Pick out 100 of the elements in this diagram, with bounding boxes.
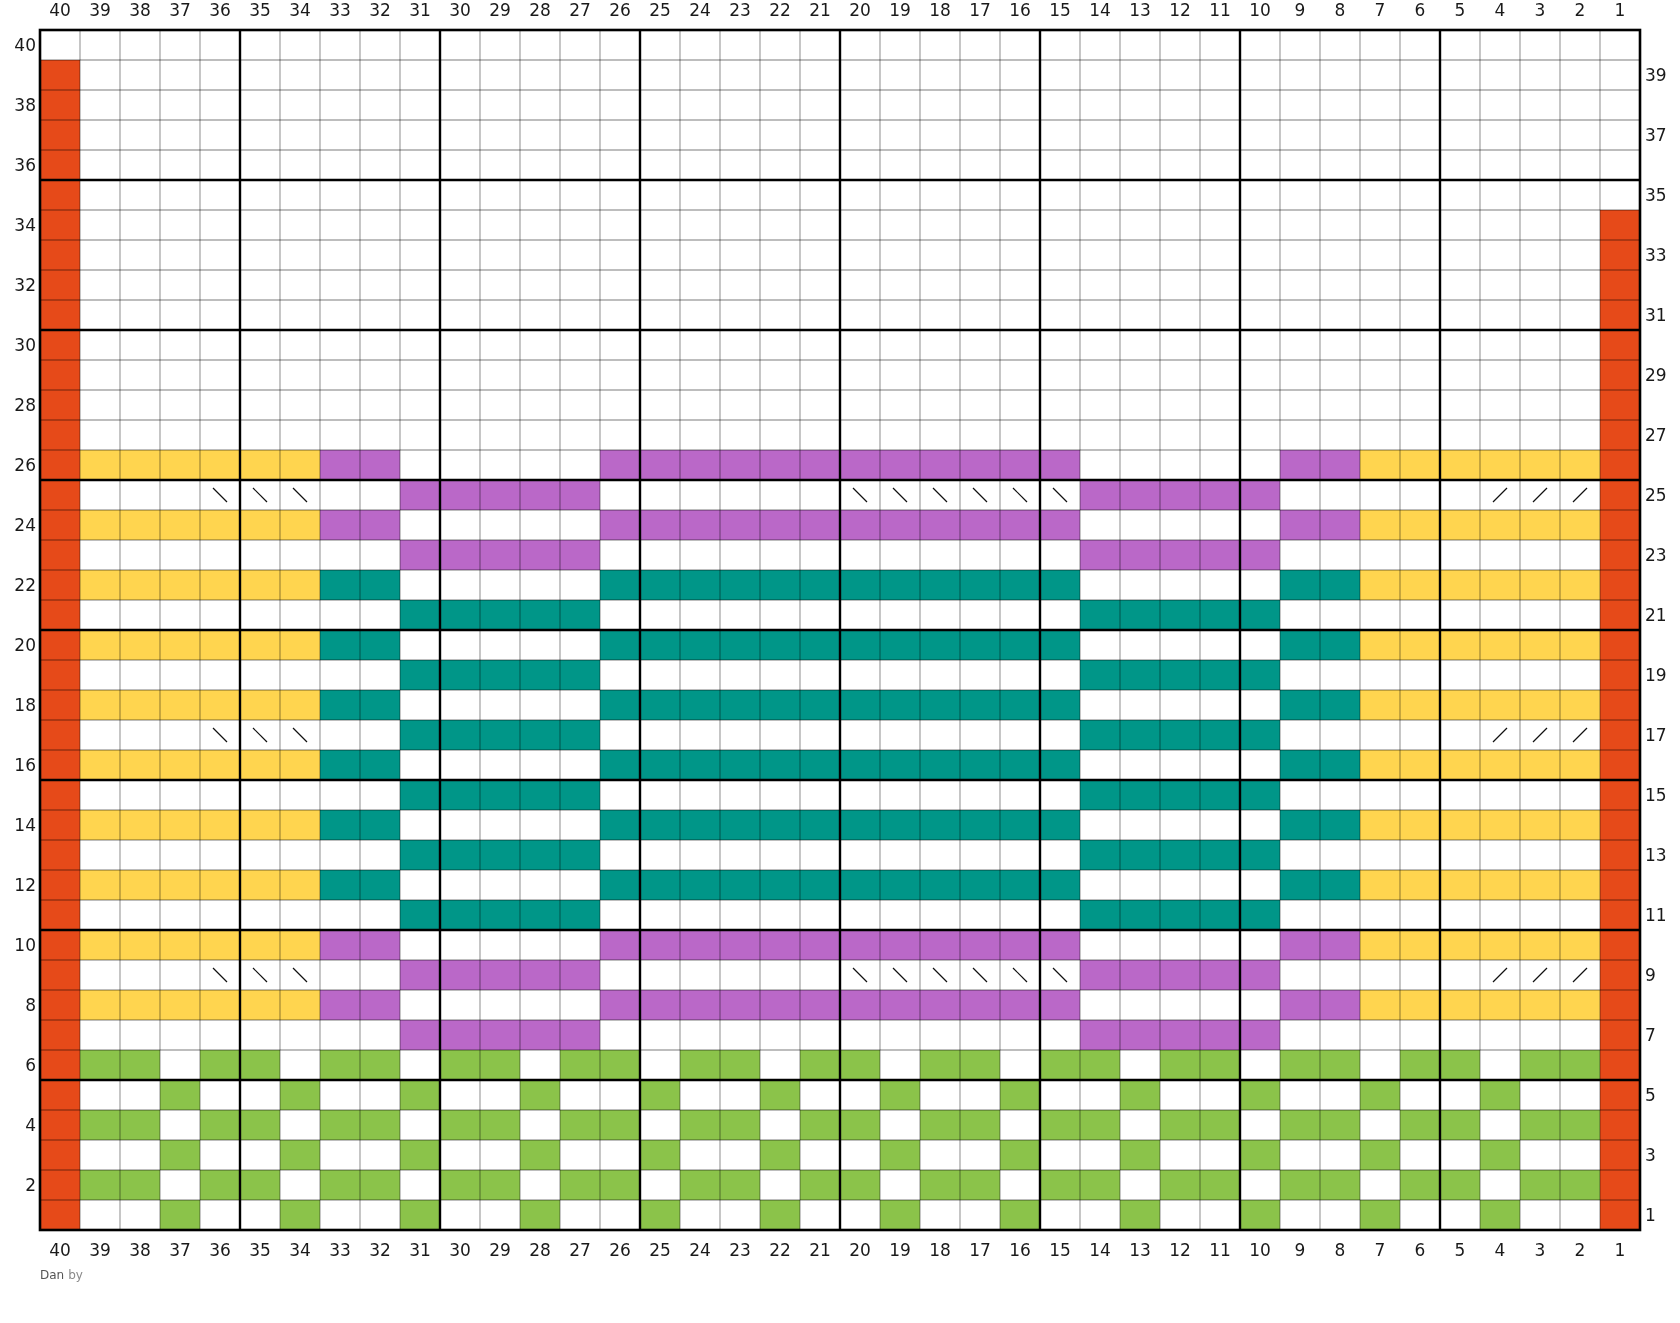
row-number: 34 xyxy=(13,215,36,235)
column-number: 3 xyxy=(1533,1240,1547,1260)
row-number: 24 xyxy=(13,515,36,535)
row-number: 8 xyxy=(24,995,36,1015)
column-number: 1 xyxy=(1613,0,1627,20)
row-number: 31 xyxy=(1645,305,1668,325)
row-number: 9 xyxy=(1645,965,1657,985)
column-number: 18 xyxy=(928,1240,952,1260)
column-number: 16 xyxy=(1008,0,1032,20)
row-number: 5 xyxy=(1645,1085,1657,1105)
column-number: 10 xyxy=(1248,1240,1272,1260)
row-number: 33 xyxy=(1645,245,1668,265)
column-number: 23 xyxy=(728,0,752,20)
column-number: 17 xyxy=(968,0,992,20)
column-number: 37 xyxy=(168,0,192,20)
column-number: 8 xyxy=(1333,1240,1347,1260)
column-number: 11 xyxy=(1208,0,1232,20)
column-number: 7 xyxy=(1373,1240,1387,1260)
column-number: 4 xyxy=(1493,0,1507,20)
column-number: 39 xyxy=(88,0,112,20)
column-number: 10 xyxy=(1248,0,1272,20)
row-number: 40 xyxy=(13,35,36,55)
column-number: 38 xyxy=(128,1240,152,1260)
column-number: 5 xyxy=(1453,1240,1467,1260)
column-number: 29 xyxy=(488,1240,512,1260)
row-number: 15 xyxy=(1645,785,1668,805)
column-number: 29 xyxy=(488,0,512,20)
column-number: 36 xyxy=(208,0,232,20)
column-number: 13 xyxy=(1128,1240,1152,1260)
column-number: 27 xyxy=(568,1240,592,1260)
column-number: 35 xyxy=(248,0,272,20)
column-number: 19 xyxy=(888,1240,912,1260)
row-number: 26 xyxy=(13,455,36,475)
row-number: 19 xyxy=(1645,665,1668,685)
row-number: 37 xyxy=(1645,125,1668,145)
row-number: 18 xyxy=(13,695,36,715)
row-number: 39 xyxy=(1645,65,1668,85)
column-number: 33 xyxy=(328,0,352,20)
column-number: 36 xyxy=(208,1240,232,1260)
column-number: 22 xyxy=(768,1240,792,1260)
column-number: 6 xyxy=(1413,0,1427,20)
column-number: 35 xyxy=(248,1240,272,1260)
column-number: 9 xyxy=(1293,1240,1307,1260)
row-number: 22 xyxy=(13,575,36,595)
column-number: 11 xyxy=(1208,1240,1232,1260)
row-number: 20 xyxy=(13,635,36,655)
row-number: 6 xyxy=(24,1055,36,1075)
row-number: 11 xyxy=(1645,905,1668,925)
row-number: 21 xyxy=(1645,605,1668,625)
column-number: 30 xyxy=(448,0,472,20)
row-number: 14 xyxy=(13,815,36,835)
row-number: 23 xyxy=(1645,545,1668,565)
row-number: 13 xyxy=(1645,845,1668,865)
column-number: 32 xyxy=(368,1240,392,1260)
column-number: 38 xyxy=(128,0,152,20)
column-number: 30 xyxy=(448,1240,472,1260)
row-number: 1 xyxy=(1645,1205,1657,1225)
column-number: 1 xyxy=(1613,1240,1627,1260)
row-number: 27 xyxy=(1645,425,1668,445)
column-number: 21 xyxy=(808,0,832,20)
column-number: 34 xyxy=(288,1240,312,1260)
column-number: 31 xyxy=(408,0,432,20)
column-number: 23 xyxy=(728,1240,752,1260)
column-number: 28 xyxy=(528,1240,552,1260)
column-number: 24 xyxy=(688,1240,712,1260)
column-number: 40 xyxy=(48,1240,72,1260)
row-number: 17 xyxy=(1645,725,1668,745)
column-number: 15 xyxy=(1048,0,1072,20)
column-number: 3 xyxy=(1533,0,1547,20)
column-number: 16 xyxy=(1008,1240,1032,1260)
column-number: 6 xyxy=(1413,1240,1427,1260)
row-number: 2 xyxy=(24,1175,36,1195)
column-number: 28 xyxy=(528,0,552,20)
column-number: 2 xyxy=(1573,0,1587,20)
column-number: 32 xyxy=(368,0,392,20)
column-number: 25 xyxy=(648,1240,672,1260)
row-number: 30 xyxy=(13,335,36,355)
row-number: 4 xyxy=(24,1115,36,1135)
column-number: 20 xyxy=(848,0,872,20)
row-number: 7 xyxy=(1645,1025,1657,1045)
row-number: 38 xyxy=(13,95,36,115)
column-number: 14 xyxy=(1088,0,1112,20)
row-number: 3 xyxy=(1645,1145,1657,1165)
column-number: 21 xyxy=(808,1240,832,1260)
column-number: 19 xyxy=(888,0,912,20)
column-number: 9 xyxy=(1293,0,1307,20)
column-number: 18 xyxy=(928,0,952,20)
column-number: 27 xyxy=(568,0,592,20)
row-number: 32 xyxy=(13,275,36,295)
column-number: 24 xyxy=(688,0,712,20)
row-number: 28 xyxy=(13,395,36,415)
column-number: 12 xyxy=(1168,1240,1192,1260)
row-number: 29 xyxy=(1645,365,1668,385)
column-number: 5 xyxy=(1453,0,1467,20)
row-number: 12 xyxy=(13,875,36,895)
column-number: 15 xyxy=(1048,1240,1072,1260)
column-number: 37 xyxy=(168,1240,192,1260)
row-number: 36 xyxy=(13,155,36,175)
column-number: 33 xyxy=(328,1240,352,1260)
row-number: 16 xyxy=(13,755,36,775)
